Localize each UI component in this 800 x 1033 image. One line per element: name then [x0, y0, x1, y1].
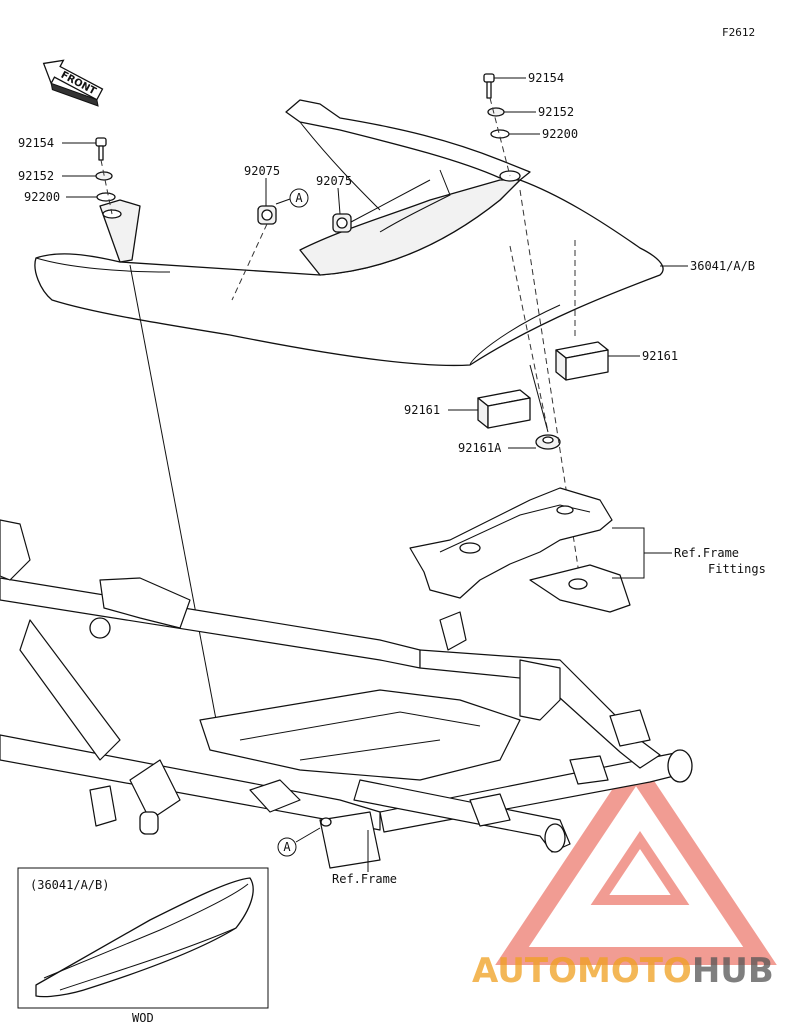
callout-grommet-right: 92075 — [316, 174, 352, 188]
callout-ref-fittings-line1: Ref.Frame — [674, 546, 739, 560]
watermark-auto: AUTO — [472, 951, 577, 991]
watermark-text: AUTOMOTOHUB — [472, 951, 774, 991]
frame-part — [0, 519, 693, 869]
inset-caption: WOD — [132, 1011, 154, 1025]
callout-bolt-right: 92154 — [528, 71, 564, 85]
pad-lower-part — [477, 389, 531, 429]
marker-a-upper-label: A — [295, 191, 303, 205]
bolt-left-part — [95, 137, 107, 161]
callout-grommet-left: 92075 — [244, 164, 280, 178]
callout-ref-frame: Ref.Frame — [332, 872, 397, 886]
marker-a-lower — [277, 837, 297, 857]
watermark-triangle-icon — [495, 753, 777, 965]
callout-collar-left: 92200 — [24, 190, 60, 204]
marker-a-lower-label: A — [283, 840, 291, 854]
front-arrow-icon: FRONT — [42, 59, 104, 107]
inset-panel: (36041/A/B) — [17, 867, 269, 1009]
callout-damper: 92161A — [458, 441, 502, 455]
callout-washer-left: 92152 — [18, 169, 54, 183]
callout-bolt-left: 92154 — [18, 136, 54, 150]
collar-left-part — [96, 192, 116, 202]
pad-upper-part — [555, 341, 609, 381]
marker-a-upper — [289, 188, 309, 208]
watermark-hub: HUB — [692, 951, 774, 991]
callout-cover: 36041/A/B — [690, 259, 755, 273]
callout-collar-right: 92200 — [542, 127, 578, 141]
grommet-right-part — [332, 213, 352, 233]
callout-washer-right: 92152 — [538, 105, 574, 119]
bolt-right-part — [483, 73, 495, 99]
figure-code: F2612 — [722, 26, 755, 39]
inset-title: (36041/A/B) — [30, 878, 109, 892]
damper-part — [535, 434, 561, 450]
callout-pad-upper: 92161 — [642, 349, 678, 363]
callout-ref-fittings-line2: Fittings — [708, 562, 766, 576]
callout-pad-lower: 92161 — [404, 403, 440, 417]
watermark-moto: MOTO — [577, 951, 692, 991]
watermark-logo — [495, 753, 777, 965]
washer-right-part — [487, 107, 505, 117]
frame-fittings-part — [409, 487, 631, 613]
grommet-left-part — [257, 205, 277, 225]
